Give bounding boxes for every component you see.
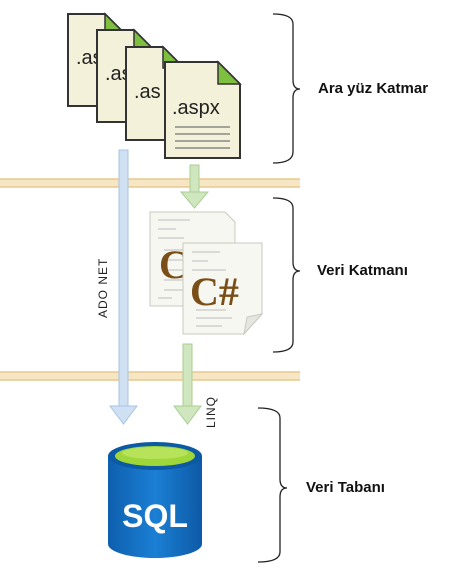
aspx-to-code-arrow — [179, 164, 210, 209]
linq-label: LINQ — [204, 395, 218, 428]
aspx-doc-4-label: .aspx — [172, 97, 220, 119]
aspx-doc-4 — [164, 60, 242, 159]
bracket-database — [257, 407, 288, 563]
bracket-presentation — [272, 13, 301, 164]
sql-database-icon — [108, 442, 202, 558]
ado-net-label: ADO NET — [96, 257, 110, 318]
presentation-layer-label: Ara yüz Katmar — [318, 80, 429, 97]
csharp-doc-front — [182, 242, 264, 336]
linq-arrow — [173, 343, 202, 425]
database-layer-label: Veri Tabanı — [306, 479, 385, 496]
aspx-doc-3-label: .as — [134, 81, 161, 103]
separator-bottom — [0, 371, 300, 381]
sql-database-label: SQL — [122, 498, 188, 534]
business-layer-label: Veri Katmanı — [317, 262, 408, 279]
ado-net-arrow — [109, 149, 138, 425]
bracket-business — [272, 197, 301, 353]
separator-top — [0, 178, 300, 188]
csharp-doc-front-glyph: C# — [190, 269, 239, 314]
